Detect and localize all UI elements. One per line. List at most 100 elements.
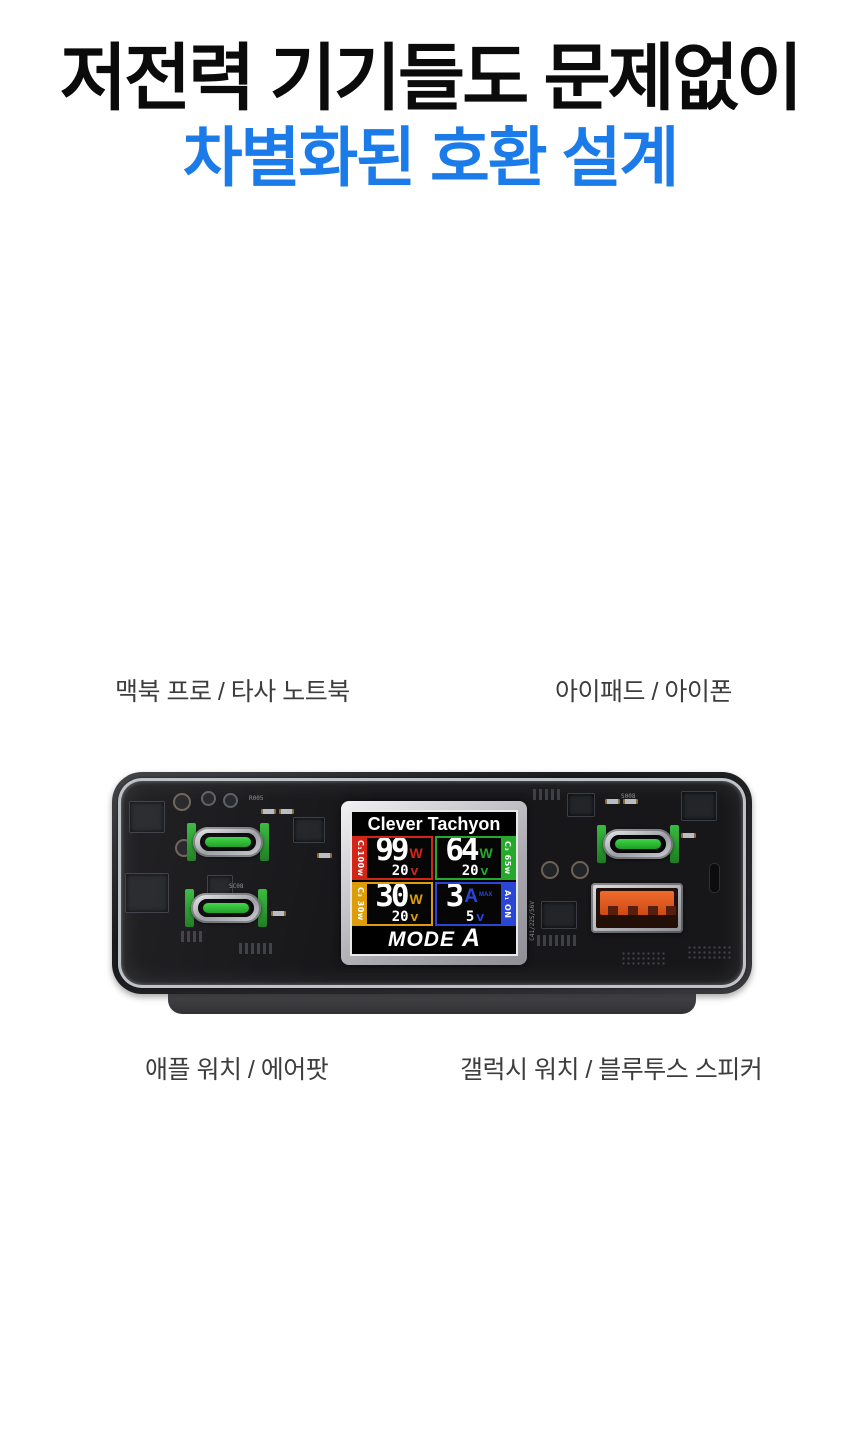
usb-c-port-2	[597, 825, 679, 863]
pcb-silkscreen-label: R005	[249, 795, 264, 802]
usb-c-connector	[603, 829, 673, 859]
pcb-silkscreen-label: S008	[621, 793, 636, 800]
pcb-pads	[537, 935, 577, 946]
usb-a-pin-notch	[648, 906, 658, 915]
pcb-resistor	[623, 799, 638, 804]
device-display: Clever Tachyon C₁100w 99 W	[341, 801, 527, 965]
usb-a-pin-notch	[666, 906, 676, 915]
port-clip	[670, 825, 679, 863]
mode-label: MODE	[387, 928, 455, 951]
c1-watt-unit: W	[409, 844, 423, 861]
port-clip	[258, 889, 267, 927]
usb-c-port-1	[187, 823, 269, 861]
pcb-connector-slot	[709, 863, 720, 893]
pcb-via	[541, 861, 559, 879]
usb-a-pin-notch	[628, 906, 638, 915]
pcb-resistor	[279, 809, 294, 814]
pcb-pads	[239, 943, 273, 954]
a1-amp-value: 3	[445, 884, 465, 914]
c3-port-tag: C₃ 30w	[354, 884, 367, 924]
c2-volt-value: 20	[461, 862, 479, 878]
usb-c-connector	[191, 893, 261, 923]
c1-port-tag: C₁100w	[354, 838, 367, 878]
usb-c-tongue	[615, 839, 661, 849]
pcb-via	[223, 793, 238, 808]
c1-volt-unit: V	[410, 866, 419, 878]
usb-a-cavity	[596, 888, 678, 928]
pcb-chip	[567, 793, 595, 817]
port-clip	[597, 825, 606, 863]
device-label-galaxywatch: 갤럭시 워치 / 블루투스 스피커	[460, 1056, 763, 1084]
a1-amp-unit: A	[464, 885, 479, 907]
c3-watt-value: 30	[375, 884, 409, 914]
usb-c-slot	[610, 835, 666, 853]
a1-max-label: MAX	[479, 891, 493, 898]
device-label-macbook: 맥북 프로 / 타사 노트북	[115, 678, 350, 706]
c2-watt-value: 64	[445, 838, 479, 868]
pcb-silkscreen-label: SC08	[229, 883, 244, 890]
pcb-chip	[293, 817, 325, 843]
device-glass-panel: R005 SC08 S008 C41/22S/56V	[118, 778, 746, 988]
pcb-dot-grid	[621, 951, 667, 965]
device-label-applewatch: 애플 워치 / 에어팟	[145, 1056, 329, 1084]
device-face: R005 SC08 S008 C41/22S/56V	[112, 772, 752, 994]
usb-c-tongue	[205, 837, 251, 847]
port-clip	[187, 823, 196, 861]
c2-watt-row: 64 W	[437, 838, 501, 868]
c3-volt-unit: V	[410, 912, 419, 924]
usb-a-pin-notch	[608, 906, 618, 915]
pcb-pads	[181, 931, 205, 942]
device-label-ipad: 아이패드 / 아이폰	[555, 678, 732, 706]
a1-amp-row: 3 A MAX	[437, 884, 501, 914]
pcb-via	[571, 861, 589, 879]
usb-c-slot	[200, 833, 256, 851]
display-mode: MODE A	[352, 926, 516, 952]
a1-volt-value: 5	[465, 908, 475, 924]
usb-a-port	[591, 883, 683, 933]
pcb-via	[201, 791, 216, 806]
pcb-resistor	[261, 809, 276, 814]
pcb-chip	[541, 901, 577, 929]
c2-volt-unit: V	[480, 866, 489, 878]
display-title: Clever Tachyon	[367, 814, 501, 834]
headline-line1: 저전력 기기들도 문제없이	[59, 38, 803, 119]
pcb-dot-grid	[687, 945, 733, 959]
c2-watt-unit: W	[479, 844, 493, 861]
a1-volt-unit: V	[476, 912, 485, 924]
pcb-resistor	[605, 799, 620, 804]
c2-port-tag: C₂ 65w	[501, 838, 514, 878]
mode-value: A	[461, 924, 481, 952]
headline-line2: 차별화된 호환 설계	[182, 120, 680, 194]
usb-c-connector	[193, 827, 263, 857]
pcb-resistor	[317, 853, 332, 858]
port-clip	[260, 823, 269, 861]
c3-watt-unit: W	[409, 890, 423, 907]
pcb-resistor	[271, 911, 286, 916]
c1-volt-value: 20	[391, 862, 409, 878]
usb-c-tongue	[203, 903, 249, 913]
usb-c-slot	[198, 899, 254, 917]
pcb-resistor	[681, 833, 696, 838]
port-clip	[185, 889, 194, 927]
c1-watt-value: 99	[375, 838, 409, 868]
display-screen: Clever Tachyon C₁100w 99 W	[350, 810, 518, 956]
usb-a-tongue	[600, 891, 676, 915]
powerbank-device: R005 SC08 S008 C41/22S/56V	[112, 772, 752, 1018]
pcb-silkscreen-label: C41/22S/56V	[529, 901, 536, 941]
c1-watt-row: 99 W	[367, 838, 431, 868]
headline: 저전력 기기들도 문제없이 차별화된 호환 설계	[0, 38, 860, 192]
pcb-chip	[681, 791, 717, 821]
pcb-chip	[129, 801, 165, 833]
